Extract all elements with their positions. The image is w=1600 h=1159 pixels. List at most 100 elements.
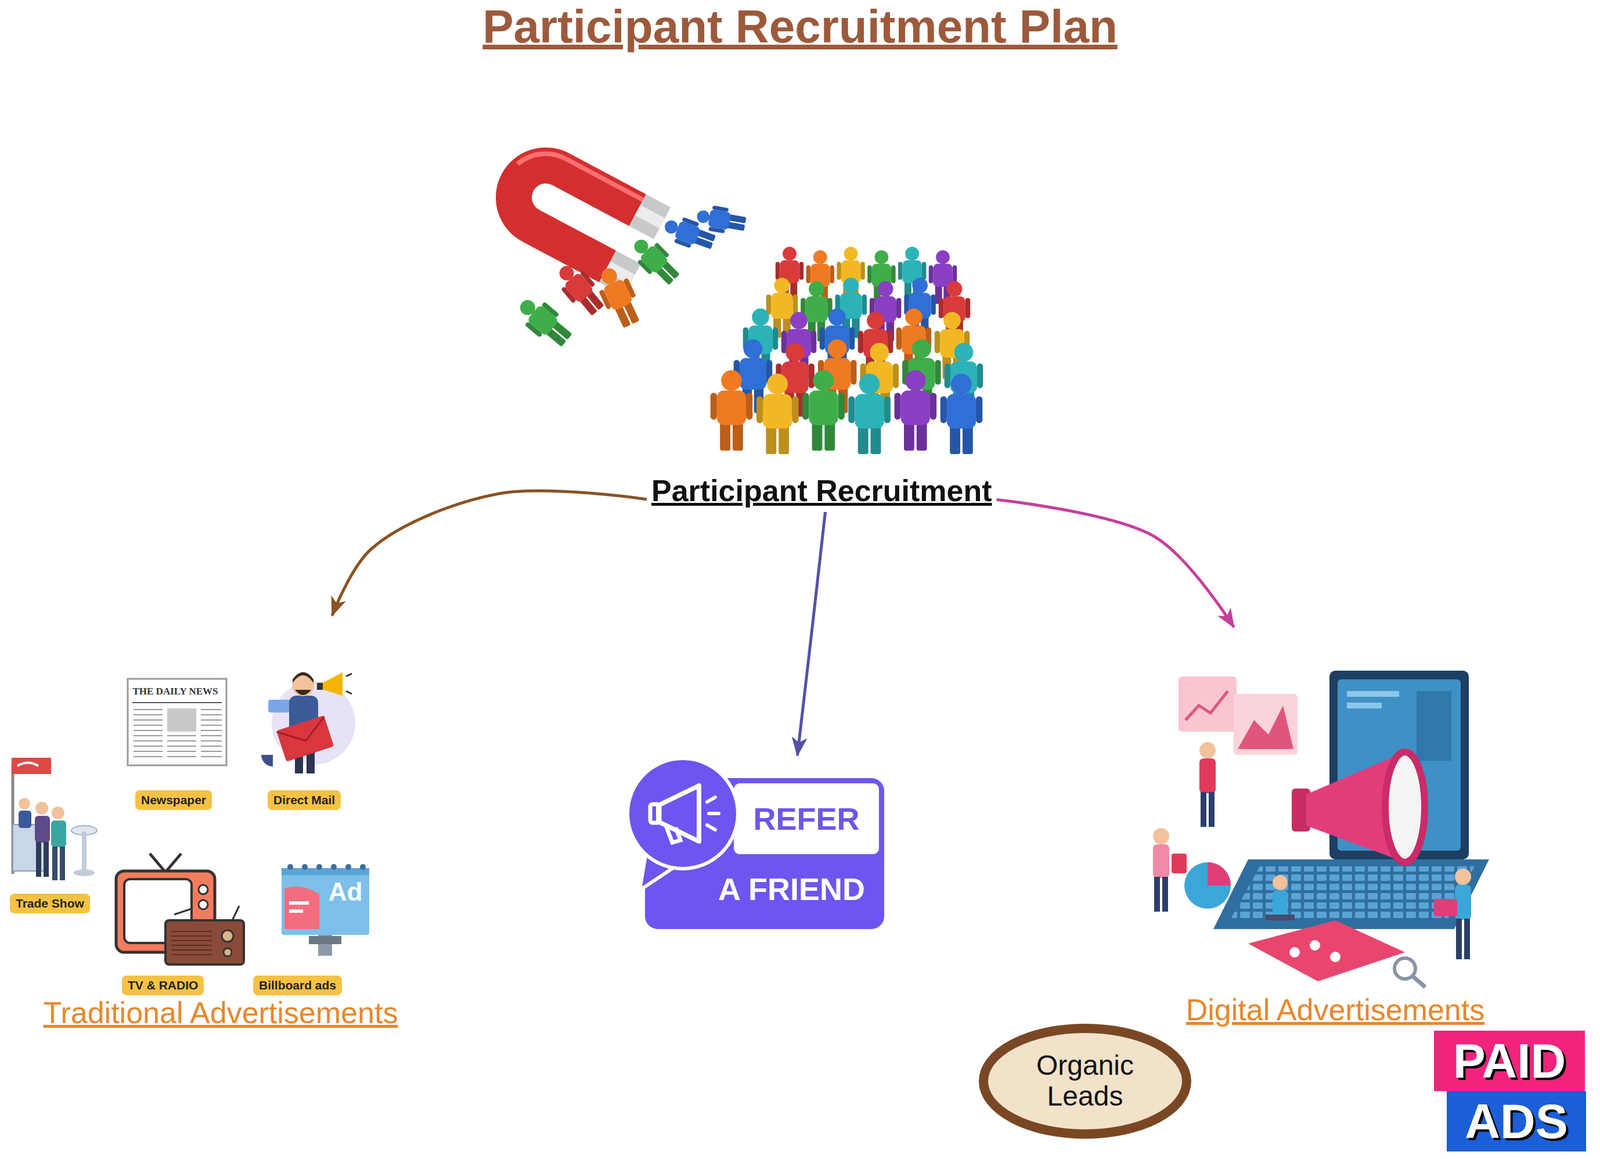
node-label: REFER bbox=[733, 783, 879, 854]
billboard-icon bbox=[301, 863, 308, 870]
badge-label: Direct Mail bbox=[273, 793, 335, 807]
digital-marketing-illustration bbox=[1309, 939, 1321, 951]
digital-marketing-illustration bbox=[1272, 889, 1288, 916]
digital-marketing-illustration bbox=[1233, 693, 1298, 755]
crowd-figures bbox=[813, 250, 828, 265]
digital-marketing-illustration bbox=[1412, 975, 1426, 987]
crowd-figures bbox=[550, 258, 610, 321]
crowd-figures bbox=[799, 261, 804, 280]
node-label: Participant Recruitment bbox=[651, 473, 993, 509]
crowd-figures bbox=[950, 373, 972, 395]
crowd-figures bbox=[892, 363, 899, 388]
crowd-figures bbox=[808, 390, 838, 425]
crowd-figures bbox=[860, 261, 865, 280]
badge-label: TV & RADIO bbox=[127, 978, 198, 993]
crowd-figures bbox=[858, 330, 864, 354]
newspaper-icon bbox=[132, 701, 222, 704]
crowd-figures bbox=[870, 425, 882, 455]
crowd-figures bbox=[631, 236, 652, 257]
digital-marketing-illustration bbox=[1433, 898, 1458, 917]
newspaper-masthead: THE DAILY NEWS bbox=[132, 685, 218, 697]
crowd-figures bbox=[819, 327, 825, 351]
crowd-figures bbox=[805, 296, 828, 323]
outline-part bbox=[707, 797, 719, 830]
direct-mail-icon bbox=[276, 715, 334, 762]
crowd-figures bbox=[719, 422, 731, 452]
tv-radio-icon bbox=[198, 884, 208, 895]
crowd-figures bbox=[977, 363, 983, 388]
group-label: Traditional Advertisements bbox=[43, 995, 399, 1031]
crowd-figures bbox=[903, 422, 915, 452]
tv-radio-icon bbox=[171, 927, 212, 958]
badge-label: Trade Show bbox=[15, 896, 85, 911]
crowd-figures bbox=[751, 308, 770, 326]
crowd-figures bbox=[591, 262, 647, 331]
referral-badge: REFERA FRIEND bbox=[624, 755, 886, 931]
billboard-icon bbox=[330, 863, 337, 870]
billboard-icon bbox=[281, 867, 370, 935]
badge-label: Billboard ads bbox=[258, 978, 337, 993]
direct-mail-icon bbox=[261, 672, 356, 774]
crowd-figures bbox=[912, 277, 928, 294]
crowd-figures bbox=[674, 220, 701, 246]
digital-marketing-illustration bbox=[1330, 951, 1341, 962]
digital-marketing-illustration bbox=[1272, 874, 1288, 890]
crowd-figures bbox=[743, 339, 763, 359]
crowd-figures bbox=[905, 370, 926, 392]
crowd-figures bbox=[775, 261, 780, 280]
crowd-figures bbox=[746, 392, 753, 420]
crowd-figures bbox=[836, 246, 865, 301]
digital-marketing-illustration bbox=[1346, 690, 1400, 697]
crowd-figures bbox=[770, 292, 794, 319]
digital-marketing-illustration bbox=[1178, 676, 1237, 732]
flow-arrow bbox=[996, 499, 1235, 627]
crowd-figures bbox=[954, 342, 974, 362]
digital-marketing-illustration bbox=[1152, 827, 1170, 845]
crowd-figures bbox=[928, 265, 933, 284]
direct-mail-icon bbox=[320, 672, 343, 696]
crowd-figures bbox=[824, 422, 835, 452]
node-label: Organic Leads bbox=[1018, 1050, 1152, 1112]
crowd-figures bbox=[710, 370, 753, 452]
billboard-icon bbox=[308, 935, 342, 944]
crowd-figures bbox=[849, 327, 855, 351]
newspaper-icon bbox=[167, 734, 197, 760]
crowd-figures bbox=[830, 265, 835, 284]
crowd-figures bbox=[696, 209, 711, 225]
newspaper-icon bbox=[127, 678, 227, 766]
badge-label: Newspaper bbox=[141, 793, 207, 807]
crowd-figures bbox=[694, 203, 748, 237]
trade-show-icon bbox=[18, 810, 32, 828]
magnet-icon bbox=[502, 154, 639, 267]
crowd-figures bbox=[858, 425, 869, 455]
crowd-figures bbox=[707, 208, 732, 230]
flow-arrow bbox=[332, 490, 647, 616]
leads-ellipse: Organic Leads bbox=[977, 1022, 1193, 1140]
crowd-figures bbox=[944, 363, 951, 388]
billboard-text-wrap: Ad bbox=[325, 877, 366, 906]
crowd-figures bbox=[836, 261, 841, 280]
crowd-figures bbox=[766, 373, 788, 395]
crowd-figures bbox=[772, 327, 778, 351]
digital-marketing-illustration bbox=[1199, 741, 1216, 759]
crowd-figures bbox=[943, 311, 961, 330]
crowd-figures bbox=[935, 250, 950, 265]
outline-part bbox=[983, 1028, 1187, 1134]
crowd-figures bbox=[940, 373, 983, 455]
tv-radio-icon bbox=[223, 948, 232, 957]
billboard-icon bbox=[289, 909, 304, 913]
newspaper-icon bbox=[127, 678, 227, 766]
crowd-figures bbox=[806, 250, 835, 304]
paid-ads-badge: PAIDADS bbox=[1433, 1030, 1594, 1154]
group-label: Digital Advertisements bbox=[1186, 992, 1485, 1028]
digital-marketing-illustration bbox=[1265, 914, 1295, 921]
node-label: A FRIEND bbox=[698, 853, 885, 924]
trade-show-icon bbox=[11, 757, 52, 774]
crowd-figures bbox=[975, 395, 983, 423]
trade-show-icon bbox=[51, 820, 67, 848]
tv-radio-icon bbox=[198, 899, 208, 910]
direct-mail-icon bbox=[261, 754, 273, 767]
crowd-figures bbox=[896, 327, 902, 351]
trade-show-icon bbox=[35, 841, 42, 877]
